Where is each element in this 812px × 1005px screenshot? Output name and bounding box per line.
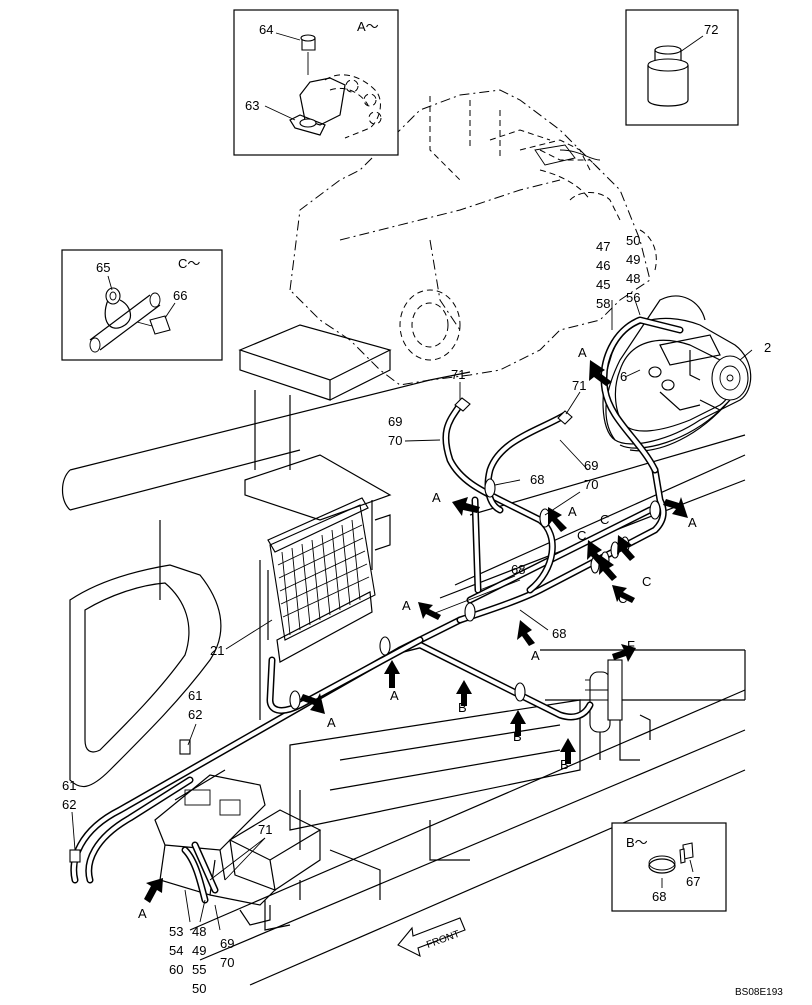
view-marker-a-compressor: A: [578, 345, 587, 360]
callout-2: 2: [764, 340, 771, 355]
detail-a-part-64: 64: [259, 22, 273, 37]
callout-49: 49: [626, 252, 640, 267]
side-tank: [69, 564, 222, 788]
callout-68-upper: 68: [530, 472, 544, 487]
callout-labels: 64 63 A～ 65 66 C～ 72 B～ 68 67 47 46 45 5…: [62, 19, 783, 998]
callout-69-engine: 69: [388, 414, 402, 429]
detail-b-part-68: 68: [652, 889, 666, 904]
callout-58: 58: [596, 296, 610, 311]
callout-70-right: 70: [584, 477, 598, 492]
callout-61-left: 61: [62, 778, 76, 793]
view-marker-a-engine: A: [432, 490, 441, 505]
view-marker-a-right: A: [688, 515, 697, 530]
callout-46: 46: [596, 258, 610, 273]
callout-50: 50: [626, 233, 640, 248]
callout-62-mid: 62: [188, 707, 202, 722]
callout-69-heater: 69: [220, 936, 234, 951]
view-marker-a-center: A: [568, 504, 577, 519]
detail-a-part-63: 63: [245, 98, 259, 113]
detail-box-bottle: [625, 9, 739, 126]
view-arrows: [144, 360, 688, 903]
callout-55: 55: [192, 962, 206, 977]
callout-60: 60: [169, 962, 183, 977]
view-marker-c-2: C: [577, 528, 586, 543]
view-marker-a-heater: A: [138, 906, 147, 921]
engine-mount: [238, 324, 392, 470]
receiver-dryer: [585, 659, 623, 733]
callout-71-engine: 71: [451, 367, 465, 382]
detail-b-title: B～: [626, 835, 648, 850]
detail-c-part-66: 66: [173, 288, 187, 303]
callout-70-heater: 70: [220, 955, 234, 970]
detail-box-b: [611, 822, 727, 912]
fittings: [454, 397, 573, 425]
callout-49-heater: 49: [192, 943, 206, 958]
callout-56: 56: [626, 290, 640, 305]
callout-21: 21: [210, 643, 224, 658]
callout-54: 54: [169, 943, 183, 958]
view-marker-a-left: A: [402, 598, 411, 613]
view-marker-c-1: C: [600, 512, 609, 527]
detail-c-title: C～: [178, 256, 200, 271]
view-marker-b-2: B: [513, 729, 522, 744]
leader-lines: [71, 299, 753, 931]
bottle-part-72: 72: [704, 22, 718, 37]
callout-71-heater: 71: [258, 822, 272, 837]
condenser: [244, 454, 392, 663]
view-marker-b-3: B: [560, 757, 569, 772]
detail-box-c: [61, 249, 223, 361]
view-marker-f: F: [627, 638, 635, 653]
callout-71-right: 71: [572, 378, 586, 393]
view-marker-a-lower: A: [531, 648, 540, 663]
callout-61-mid: 61: [188, 688, 202, 703]
view-marker-a-hose: A: [327, 715, 336, 730]
heater-unit: [154, 769, 322, 931]
ac-hoses: [70, 316, 684, 904]
callout-62-left: 62: [62, 797, 76, 812]
callout-68-lower: 68: [552, 626, 566, 641]
detail-a-title: A～: [357, 19, 379, 34]
callout-53: 53: [169, 924, 183, 939]
detail-c-part-65: 65: [96, 260, 110, 275]
callout-69-right: 69: [584, 458, 598, 473]
callout-70-engine: 70: [388, 433, 402, 448]
view-marker-c-4: C: [618, 591, 627, 606]
callout-45: 45: [596, 277, 610, 292]
callout-6: 6: [620, 369, 627, 384]
view-marker-b-1: B: [458, 700, 467, 715]
callout-48-heater: 48: [192, 924, 206, 939]
callout-47: 47: [596, 239, 610, 254]
front-indicator: FRONT: [397, 917, 466, 958]
detail-b-part-67: 67: [686, 874, 700, 889]
callout-68-middle: 68: [511, 562, 525, 577]
callout-48: 48: [626, 271, 640, 286]
view-marker-c-3: C: [642, 574, 651, 589]
detail-box-a: [233, 9, 399, 156]
callout-50-heater: 50: [192, 981, 206, 996]
drawing-code: BS08E193: [735, 987, 783, 998]
view-marker-a-clamp: A: [390, 688, 399, 703]
